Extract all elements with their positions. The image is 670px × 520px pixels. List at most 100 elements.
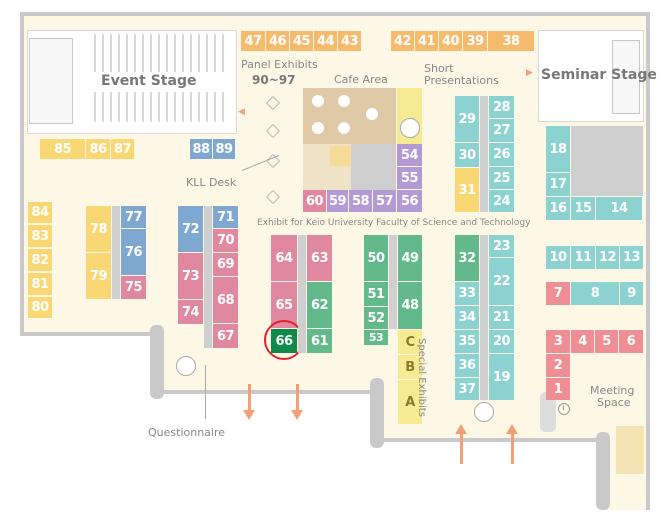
booth-89[interactable]: 89 bbox=[213, 139, 235, 159]
booth-74[interactable]: 74 bbox=[178, 300, 203, 324]
booth-3[interactable]: 3 bbox=[546, 330, 570, 353]
booth-67[interactable]: 67 bbox=[213, 324, 238, 348]
booth-77[interactable]: 77 bbox=[121, 206, 146, 228]
booth-85[interactable]: 85 bbox=[40, 139, 85, 159]
booth-11[interactable]: 11 bbox=[571, 246, 595, 269]
booth-33[interactable]: 33 bbox=[455, 282, 479, 305]
booth-41[interactable]: 41 bbox=[415, 31, 438, 51]
entrance-arrow-up-head bbox=[506, 424, 518, 434]
booth-70[interactable]: 70 bbox=[213, 229, 238, 252]
booth-46[interactable]: 46 bbox=[266, 31, 289, 51]
booth-45[interactable]: 45 bbox=[290, 31, 313, 51]
booth-76[interactable]: 76 bbox=[121, 229, 146, 275]
booth-84[interactable]: 84 bbox=[28, 202, 52, 223]
booth-83[interactable]: 83 bbox=[28, 225, 52, 247]
booth-75[interactable]: 75 bbox=[121, 276, 146, 299]
booth-30[interactable]: 30 bbox=[455, 143, 479, 167]
kll-desk-label: KLL Desk bbox=[186, 176, 237, 189]
booth-7[interactable]: 7 bbox=[546, 282, 570, 305]
booth-34[interactable]: 34 bbox=[455, 306, 479, 329]
booth-35[interactable]: 35 bbox=[455, 330, 479, 353]
booth-32[interactable]: 32 bbox=[455, 235, 479, 281]
booth-56[interactable]: 56 bbox=[397, 190, 422, 212]
booth-71[interactable]: 71 bbox=[213, 206, 238, 228]
booth-87[interactable]: 87 bbox=[111, 139, 134, 159]
event-stage-label: Event Stage bbox=[101, 73, 197, 89]
booth-29[interactable]: 29 bbox=[455, 96, 479, 142]
aisle-divider bbox=[298, 235, 306, 353]
booth-49[interactable]: 49 bbox=[398, 235, 422, 281]
booth-37[interactable]: 37 bbox=[455, 378, 479, 400]
booth-10[interactable]: 10 bbox=[546, 246, 570, 269]
meeting-space-area[interactable] bbox=[616, 426, 644, 474]
booth-26[interactable]: 26 bbox=[489, 143, 514, 166]
booth-42[interactable]: 42 bbox=[391, 31, 414, 51]
booth-47[interactable]: 47 bbox=[241, 31, 265, 51]
booth-6[interactable]: 6 bbox=[619, 330, 643, 353]
booth-68[interactable]: 68 bbox=[213, 277, 238, 323]
booth-18[interactable]: 18 bbox=[546, 126, 570, 172]
booth-24[interactable]: 24 bbox=[489, 190, 514, 212]
booth-72[interactable]: 72 bbox=[178, 206, 203, 252]
booth-39[interactable]: 39 bbox=[463, 31, 487, 51]
info-icon-glyph: i bbox=[562, 403, 565, 413]
questionnaire-icon[interactable] bbox=[176, 356, 196, 376]
special-booth-a[interactable]: A bbox=[398, 380, 422, 424]
booth-8[interactable]: 8 bbox=[571, 282, 619, 305]
booth-15[interactable]: 15 bbox=[571, 197, 595, 220]
booth-25[interactable]: 25 bbox=[489, 167, 514, 189]
booth-54[interactable]: 54 bbox=[397, 144, 422, 166]
booth-57[interactable]: 57 bbox=[373, 190, 396, 212]
booth-86[interactable]: 86 bbox=[86, 139, 110, 159]
booth-69[interactable]: 69 bbox=[213, 253, 238, 276]
booth-58[interactable]: 58 bbox=[349, 190, 372, 212]
booth-60[interactable]: 60 bbox=[303, 190, 326, 212]
booth-36[interactable]: 36 bbox=[455, 354, 479, 377]
booth-79[interactable]: 79 bbox=[86, 253, 111, 299]
booth-59[interactable]: 59 bbox=[327, 190, 348, 212]
booth-43[interactable]: 43 bbox=[338, 31, 361, 51]
booth-9[interactable]: 9 bbox=[620, 282, 643, 305]
booth-50[interactable]: 50 bbox=[364, 235, 388, 281]
booth-20[interactable]: 20 bbox=[489, 330, 514, 353]
booth-81[interactable]: 81 bbox=[28, 273, 52, 295]
booth-19[interactable]: 19 bbox=[489, 354, 514, 400]
booth-22[interactable]: 22 bbox=[489, 258, 514, 305]
booth-48[interactable]: 48 bbox=[398, 282, 422, 329]
booth-51[interactable]: 51 bbox=[364, 282, 388, 306]
special-booth-c[interactable]: C bbox=[398, 330, 422, 354]
booth-16[interactable]: 16 bbox=[546, 197, 570, 220]
panel-exhibits-label: Panel Exhibits bbox=[241, 58, 318, 71]
booth-2[interactable]: 2 bbox=[546, 354, 570, 377]
booth-28[interactable]: 28 bbox=[489, 96, 514, 118]
booth-12[interactable]: 12 bbox=[596, 246, 619, 269]
booth-17[interactable]: 17 bbox=[546, 173, 570, 196]
special-booth-b[interactable]: B bbox=[398, 355, 422, 379]
booth-44[interactable]: 44 bbox=[314, 31, 337, 51]
booth-82[interactable]: 82 bbox=[28, 249, 52, 271]
booth-4[interactable]: 4 bbox=[571, 330, 594, 353]
booth-62[interactable]: 62 bbox=[307, 282, 332, 328]
booth-55[interactable]: 55 bbox=[397, 167, 422, 189]
booth-88[interactable]: 88 bbox=[190, 139, 212, 159]
booth-64[interactable]: 64 bbox=[271, 235, 297, 281]
booth-52[interactable]: 52 bbox=[364, 307, 388, 329]
booth-1[interactable]: 1 bbox=[546, 378, 570, 400]
booth-80[interactable]: 80 bbox=[28, 297, 52, 318]
booth-53[interactable]: 53 bbox=[364, 330, 388, 345]
booth-78[interactable]: 78 bbox=[86, 206, 111, 252]
booth-73[interactable]: 73 bbox=[178, 253, 203, 299]
booth-61[interactable]: 61 bbox=[307, 329, 332, 353]
booth-5[interactable]: 5 bbox=[595, 330, 618, 353]
booth-23[interactable]: 23 bbox=[489, 235, 514, 257]
booth-40[interactable]: 40 bbox=[439, 31, 462, 51]
booth-38[interactable]: 38 bbox=[488, 31, 534, 51]
booth-21[interactable]: 21 bbox=[489, 306, 514, 329]
booth-14[interactable]: 14 bbox=[596, 197, 642, 220]
booth-63[interactable]: 63 bbox=[307, 235, 332, 281]
booth-31[interactable]: 31 bbox=[455, 168, 479, 212]
booth-13[interactable]: 13 bbox=[620, 246, 643, 269]
booth-27[interactable]: 27 bbox=[489, 119, 514, 142]
keio-exhibit-label: Exhibit for Keio University Faculty of S… bbox=[257, 218, 531, 228]
wall-bottom-right bbox=[376, 438, 602, 442]
